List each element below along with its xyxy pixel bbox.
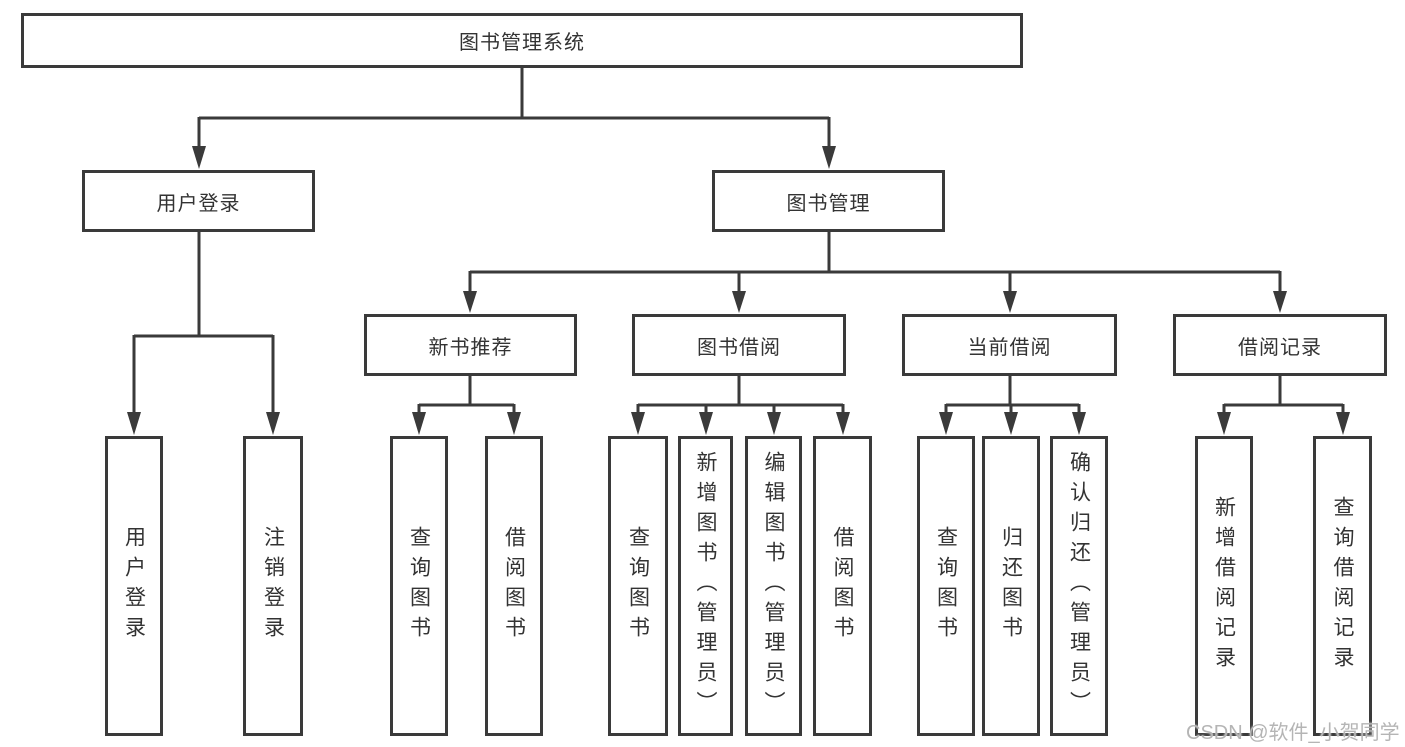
- leaf-label: 查询借阅记录: [1331, 496, 1355, 676]
- leaf-query-books-recommend: 查询图书: [390, 436, 448, 736]
- leaf-label: 用户登录: [122, 526, 146, 646]
- node-label: 当前借阅: [967, 336, 1052, 359]
- node-label: 用户登录: [156, 192, 241, 215]
- node-current-borrow: 当前借阅: [902, 314, 1117, 376]
- node-book-borrow: 图书借阅: [632, 314, 846, 376]
- node-label: 图书管理系统: [459, 32, 585, 54]
- node-library-management-system: 图书管理系统: [21, 13, 1023, 68]
- leaf-label: 归还图书: [999, 526, 1023, 646]
- leaf-query-books-current: 查询图书: [917, 436, 975, 736]
- leaf-return-books: 归还图书: [982, 436, 1040, 736]
- node-borrow-records: 借阅记录: [1173, 314, 1387, 376]
- leaf-label: 新增图书（管理员）: [694, 451, 718, 721]
- leaf-add-books-admin: 新增图书（管理员）: [678, 436, 733, 736]
- leaf-label: 查询图书: [407, 526, 431, 646]
- leaf-borrow-books: 借阅图书: [813, 436, 872, 736]
- leaf-edit-books-admin: 编辑图书（管理员）: [745, 436, 802, 736]
- watermark: CSDN @软件_小贺同学: [1186, 722, 1400, 744]
- node-label: 借阅记录: [1238, 336, 1322, 359]
- node-label: 新书推荐: [428, 336, 513, 359]
- leaf-user-login: 用户登录: [105, 436, 163, 736]
- leaf-add-borrow-record: 新增借阅记录: [1195, 436, 1253, 736]
- leaf-query-borrow-record: 查询借阅记录: [1313, 436, 1372, 736]
- leaf-borrow-books-recommend: 借阅图书: [485, 436, 543, 736]
- leaf-label: 借阅图书: [502, 526, 526, 646]
- leaf-label: 新增借阅记录: [1212, 496, 1236, 676]
- leaf-label: 借阅图书: [831, 526, 855, 646]
- leaf-label: 查询图书: [934, 526, 958, 646]
- leaf-query-books-borrow: 查询图书: [608, 436, 668, 736]
- leaf-confirm-return-admin: 确认归还（管理员）: [1050, 436, 1108, 736]
- node-book-management: 图书管理: [712, 170, 945, 232]
- leaf-label: 注销登录: [261, 526, 285, 646]
- leaf-label: 查询图书: [626, 526, 650, 646]
- leaf-label: 编辑图书（管理员）: [762, 451, 786, 721]
- node-new-book-recommend: 新书推荐: [364, 314, 577, 376]
- node-label: 图书管理: [786, 192, 871, 215]
- leaf-label: 确认归还（管理员）: [1067, 451, 1091, 721]
- node-label: 图书借阅: [697, 336, 781, 359]
- leaf-logout: 注销登录: [243, 436, 303, 736]
- node-user-login: 用户登录: [82, 170, 315, 232]
